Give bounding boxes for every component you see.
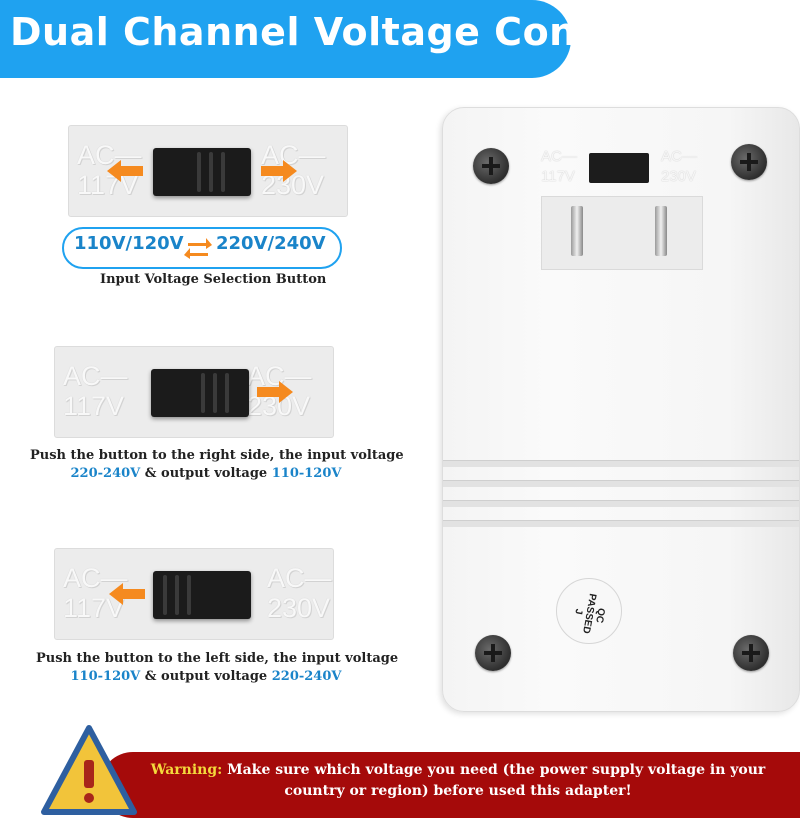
warning-message: Warning: Make sure which voltage you nee… [148, 760, 768, 802]
title-banner: Dual Channel Voltage Converter [0, 0, 711, 78]
plug-prong [571, 206, 583, 256]
left-caption-mid: & output voltage [140, 669, 272, 684]
voltage-slider-switch[interactable] [153, 571, 251, 619]
device-right-label-voltage: 230V [661, 168, 697, 185]
right-output-voltage: 110-120V [271, 466, 342, 481]
voltage-range-pill: 110V/120V 220V/240V [62, 227, 342, 269]
swap-arrows-icon [184, 238, 212, 259]
right-label-ac: AC— [261, 140, 326, 170]
right-side-caption: Push the button to the right side, the i… [30, 448, 404, 481]
right-input-voltage: 220-240V [70, 466, 141, 481]
voltage-slider-switch[interactable] [151, 369, 249, 417]
right-caption-mid: & output voltage [140, 466, 272, 481]
plug-prong [655, 206, 667, 256]
warning-triangle-icon [41, 725, 137, 815]
left-label-voltage: 117V [63, 391, 125, 421]
voltage-slider-switch[interactable] [153, 148, 251, 196]
left-side-caption: Push the button to the left side, the in… [36, 651, 399, 684]
screw-icon [475, 635, 511, 671]
warning-label: Warning: [150, 762, 223, 778]
switch-panel-both: AC— 117V AC— 230V [68, 125, 348, 217]
selection-caption-text: Input Voltage Selection Button [100, 272, 327, 287]
arrow-left-icon [107, 160, 143, 182]
voltage-converter-device: AC— 117V AC— 230V QC PASSED J [442, 107, 800, 712]
outlet-socket [541, 196, 703, 270]
arrow-right-icon [257, 381, 293, 403]
pill-high-voltage: 220V/240V [216, 233, 326, 254]
pill-low-voltage: 110V/120V [74, 233, 184, 254]
left-caption-line1: Push the button to the left side, the in… [36, 651, 399, 666]
vent-groove [443, 480, 799, 487]
qc-badge-text: QC PASSED J [569, 587, 610, 640]
vent-groove [443, 500, 799, 507]
left-label-voltage: 117V [63, 593, 125, 623]
left-output-voltage: 220-240V [271, 669, 342, 684]
arrow-right-icon [261, 160, 297, 182]
screw-icon [473, 148, 509, 184]
warning-text: Make sure which voltage you need (the po… [222, 762, 766, 799]
right-caption-line1: Push the button to the right side, the i… [30, 448, 404, 463]
device-left-label-voltage: 117V [541, 168, 575, 185]
arrow-left-icon [109, 583, 145, 605]
left-label-ac: AC— [77, 140, 142, 170]
right-label-ac: AC— [267, 563, 332, 593]
warning-banner: Warning: Make sure which voltage you nee… [100, 752, 800, 818]
screw-icon [733, 635, 769, 671]
selection-caption: Input Voltage Selection Button [100, 272, 326, 287]
screw-icon [731, 144, 767, 180]
left-label-ac: AC— [63, 563, 128, 593]
device-right-label-ac: AC— [661, 148, 697, 165]
device-voltage-switch[interactable] [589, 153, 649, 183]
switch-panel-left: AC— 117V AC— 230V [54, 548, 334, 640]
device-left-label-ac: AC— [541, 148, 577, 165]
right-caption-line2: 220-240V & output voltage 110-120V [30, 466, 382, 481]
switch-panel-right: AC— 117V AC— 230V [54, 346, 334, 438]
left-input-voltage: 110-120V [70, 669, 141, 684]
left-label-ac: AC— [63, 361, 128, 391]
page-title: Dual Channel Voltage Converter [10, 10, 712, 54]
qc-passed-badge: QC PASSED J [556, 578, 622, 644]
right-label-voltage: 230V [267, 593, 331, 623]
left-caption-line2: 110-120V & output voltage 220-240V [36, 669, 376, 684]
vent-groove [443, 520, 799, 527]
vent-groove [443, 460, 799, 467]
